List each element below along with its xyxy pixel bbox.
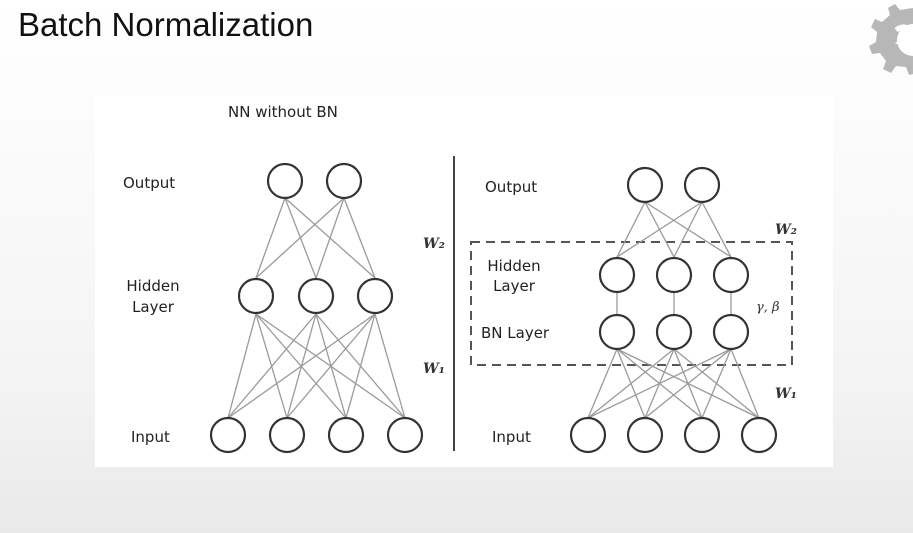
left-network: NN without BN Output Hidden Layer Input bbox=[123, 103, 445, 454]
right-hidden-node bbox=[712, 256, 750, 294]
left-hidden-node bbox=[237, 277, 275, 315]
right-output-label: Output bbox=[485, 178, 537, 196]
left-output-label: Output bbox=[123, 174, 175, 192]
left-input-node bbox=[386, 416, 424, 454]
right-network: Output Hidden Layer BN Layer Input bbox=[470, 166, 797, 454]
left-input-node bbox=[327, 416, 365, 454]
right-output-node bbox=[626, 166, 664, 204]
right-input-node bbox=[683, 416, 721, 454]
right-input-node bbox=[626, 416, 664, 454]
left-input-label: Input bbox=[131, 428, 170, 446]
right-hidden-node bbox=[598, 256, 636, 294]
right-input-node bbox=[740, 416, 778, 454]
right-output-node bbox=[683, 166, 721, 204]
slide-title: Batch Normalization bbox=[18, 6, 314, 43]
left-output-node bbox=[266, 162, 304, 200]
right-bn-node bbox=[598, 313, 636, 351]
left-w2-label: W₂ bbox=[423, 236, 445, 252]
gear-icon bbox=[869, 4, 913, 75]
right-w1-label: W₁ bbox=[775, 386, 797, 402]
left-output-node bbox=[325, 162, 363, 200]
left-input-node bbox=[209, 416, 247, 454]
right-edges bbox=[587, 201, 760, 419]
right-input-node bbox=[569, 416, 607, 454]
network-diagram: NN without BN Output Hidden Layer Input bbox=[95, 96, 833, 467]
left-input-node bbox=[268, 416, 306, 454]
right-hidden-label-1: Hidden bbox=[487, 257, 540, 275]
right-input-label: Input bbox=[492, 428, 531, 446]
left-hidden-node bbox=[297, 277, 335, 315]
left-caption: NN without BN bbox=[228, 103, 338, 121]
left-hidden-label-2: Layer bbox=[132, 298, 175, 316]
gamma-beta-label: γ, β bbox=[756, 300, 780, 315]
left-w1-label: W₁ bbox=[423, 361, 445, 377]
left-hidden-node bbox=[356, 277, 394, 315]
right-hidden-node bbox=[655, 256, 693, 294]
right-bn-node bbox=[655, 313, 693, 351]
bn-dashed-box bbox=[470, 241, 793, 366]
left-hidden-label-1: Hidden bbox=[126, 277, 179, 295]
right-w2-label: W₂ bbox=[775, 222, 797, 238]
right-bn-label: BN Layer bbox=[481, 324, 550, 342]
right-hidden-label-2: Layer bbox=[493, 277, 536, 295]
left-edges bbox=[227, 197, 406, 419]
right-bn-node bbox=[712, 313, 750, 351]
